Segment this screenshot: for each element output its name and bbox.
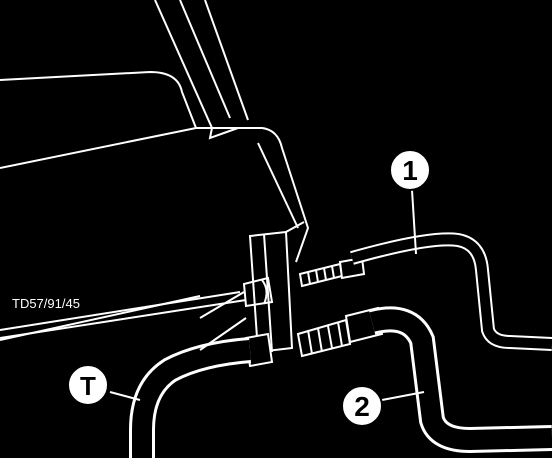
leader-code-2 bbox=[199, 317, 247, 351]
hose-1-assembly bbox=[298, 232, 552, 351]
leader-1 bbox=[411, 189, 417, 255]
leader-t bbox=[109, 391, 141, 401]
callout-2-label: 2 bbox=[354, 391, 370, 422]
callout-1: 1 bbox=[389, 149, 431, 191]
figure-code: TD57/91/45 bbox=[12, 296, 80, 311]
return-hose-t bbox=[129, 332, 274, 458]
leader-2 bbox=[381, 391, 425, 401]
callout-t-label: T bbox=[80, 371, 96, 401]
mounting-bracket bbox=[248, 221, 305, 354]
hose-2-assembly bbox=[296, 306, 552, 454]
crossbar-rod bbox=[0, 276, 274, 339]
callout-1-label: 1 bbox=[402, 155, 418, 186]
callout-t: T bbox=[67, 364, 109, 406]
leader-code bbox=[199, 291, 245, 319]
leader-lines bbox=[109, 189, 425, 401]
callout-2: 2 bbox=[341, 385, 383, 427]
seat-back-outline bbox=[0, 0, 310, 341]
